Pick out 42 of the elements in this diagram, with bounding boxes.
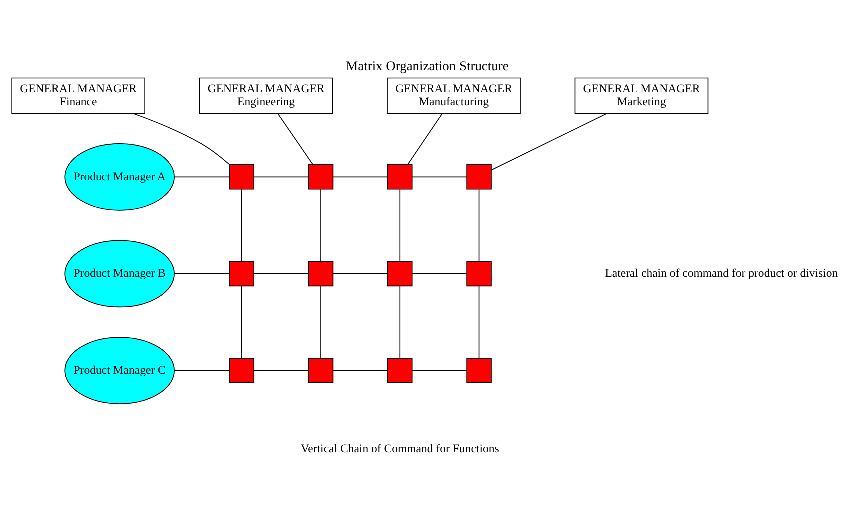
- node-box: [308, 358, 334, 384]
- label: Lateral chain of command for product or division: [605, 267, 838, 280]
- connector: [478, 286, 480, 359]
- node-box: [466, 164, 492, 190]
- node-box: [466, 358, 492, 384]
- label: Vertical Chain of Command for Functions: [300, 442, 500, 456]
- connector: [254, 370, 310, 372]
- connector: [412, 176, 468, 178]
- connector: [478, 189, 480, 262]
- connector: [407, 113, 444, 166]
- connector: [241, 189, 242, 262]
- node-box: [388, 358, 413, 384]
- diagram-title: Matrix Organization Structure: [346, 58, 509, 74]
- node-box: [388, 261, 413, 287]
- node-ellipse: Product Manager A: [64, 144, 175, 211]
- connector: [332, 176, 388, 178]
- node-box: [229, 261, 254, 287]
- connector: [254, 176, 310, 178]
- connector: [332, 370, 388, 372]
- node-box: [308, 164, 334, 190]
- node-box: [466, 261, 492, 287]
- node-box: GENERAL MANAGER Manufacturing: [387, 78, 521, 114]
- connector: [320, 189, 322, 262]
- connector: [174, 176, 230, 178]
- connector: [400, 286, 401, 359]
- node-box: [388, 164, 413, 190]
- connector: [277, 113, 314, 166]
- connector: [412, 370, 468, 372]
- node-box: [229, 358, 254, 384]
- node-box: [229, 164, 254, 190]
- connector: [132, 113, 230, 166]
- connector: [174, 370, 230, 372]
- node-box: GENERAL MANAGER Finance: [12, 78, 146, 114]
- node-box: GENERAL MANAGER Engineering: [199, 78, 334, 114]
- connector: [400, 189, 401, 262]
- node-ellipse: Product Manager C: [64, 337, 175, 404]
- connector: [491, 113, 608, 171]
- connector: [320, 286, 322, 359]
- connector: [241, 286, 242, 359]
- node-box: [308, 261, 334, 287]
- node-box: GENERAL MANAGER Marketing: [574, 78, 709, 114]
- node-ellipse: Product Manager B: [64, 240, 175, 308]
